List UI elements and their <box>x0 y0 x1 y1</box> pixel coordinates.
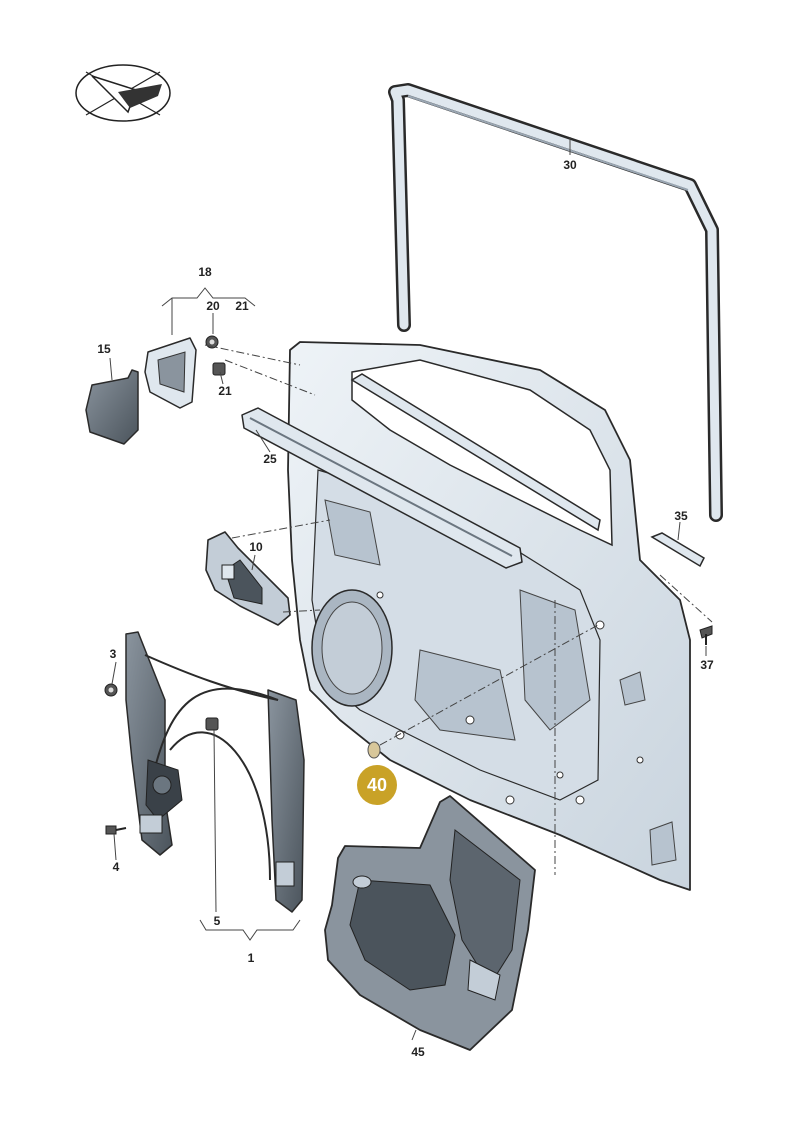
screw-37 <box>699 625 713 645</box>
callout-18: 18 <box>198 265 212 279</box>
clip-21 <box>212 362 226 376</box>
callout-35: 35 <box>674 509 688 523</box>
highlighted-part-label: 40 <box>366 774 388 795</box>
highlighted-part-badge[interactable]: 40 <box>357 765 397 805</box>
callout-45: 45 <box>411 1045 425 1059</box>
callout-25: 25 <box>263 452 277 466</box>
callout-10: 10 <box>249 540 263 554</box>
outer-window-strip <box>350 373 601 532</box>
speaker-mount <box>205 531 291 626</box>
callout-5: 5 <box>213 914 221 928</box>
door-shell <box>287 341 691 891</box>
nut-20 <box>205 335 219 349</box>
grommet-40 <box>367 741 381 759</box>
callout-3: 3 <box>109 647 117 661</box>
mirror-cover <box>85 369 139 445</box>
inner-window-strip <box>241 407 523 569</box>
window-frame-seal <box>388 83 723 522</box>
view-direction-icon <box>75 64 171 122</box>
callout-21-top: 21 <box>235 299 249 313</box>
clip-5 <box>205 717 219 731</box>
mirror-bracket <box>144 337 197 409</box>
callout-1: 1 <box>247 951 255 965</box>
callout-30: 30 <box>563 158 577 172</box>
callout-15: 15 <box>97 342 111 356</box>
nut-3 <box>104 683 118 697</box>
callout-4: 4 <box>112 860 120 874</box>
window-regulator <box>125 631 305 913</box>
screw-4 <box>105 825 127 835</box>
leader-lines <box>109 137 713 1041</box>
callout-21-bottom: 21 <box>218 384 232 398</box>
callout-20: 20 <box>206 299 220 313</box>
callout-37: 37 <box>700 658 714 672</box>
rear-guide-strip <box>650 532 705 568</box>
inner-panel <box>324 795 536 1051</box>
